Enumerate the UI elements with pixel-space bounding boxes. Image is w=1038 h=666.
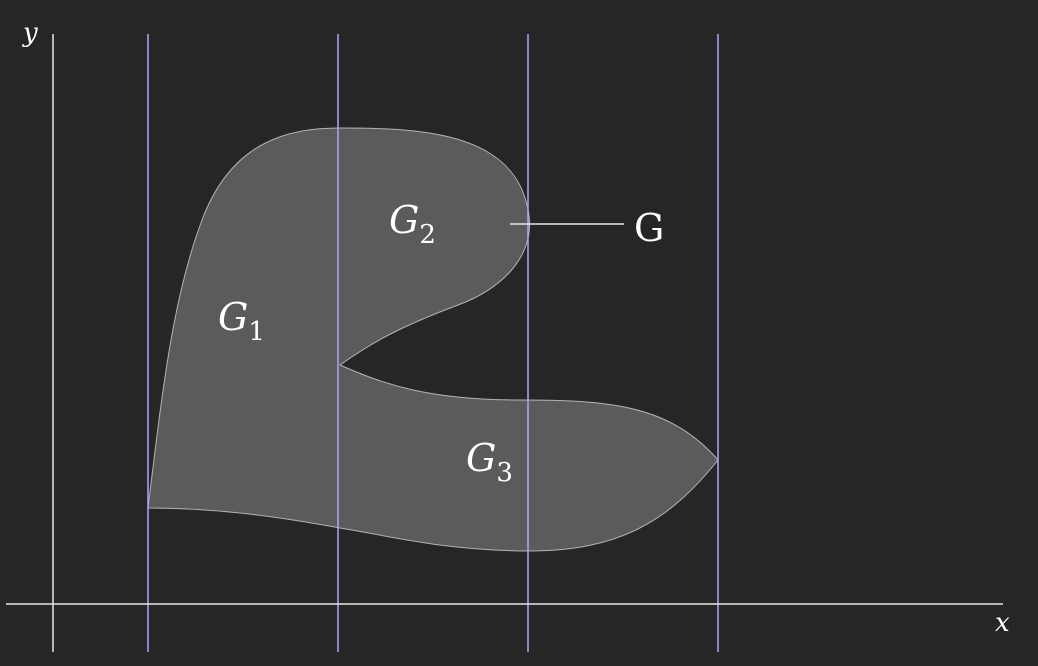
region-label-g3: G3 xyxy=(466,436,513,488)
region-g-shape xyxy=(147,127,719,552)
callout-label-g: G xyxy=(634,206,664,250)
y-axis-label: y xyxy=(22,18,38,48)
region-label-g1: G1 xyxy=(218,295,265,347)
region-label-g2: G2 xyxy=(389,198,436,250)
x-axis-label: x xyxy=(995,608,1010,638)
